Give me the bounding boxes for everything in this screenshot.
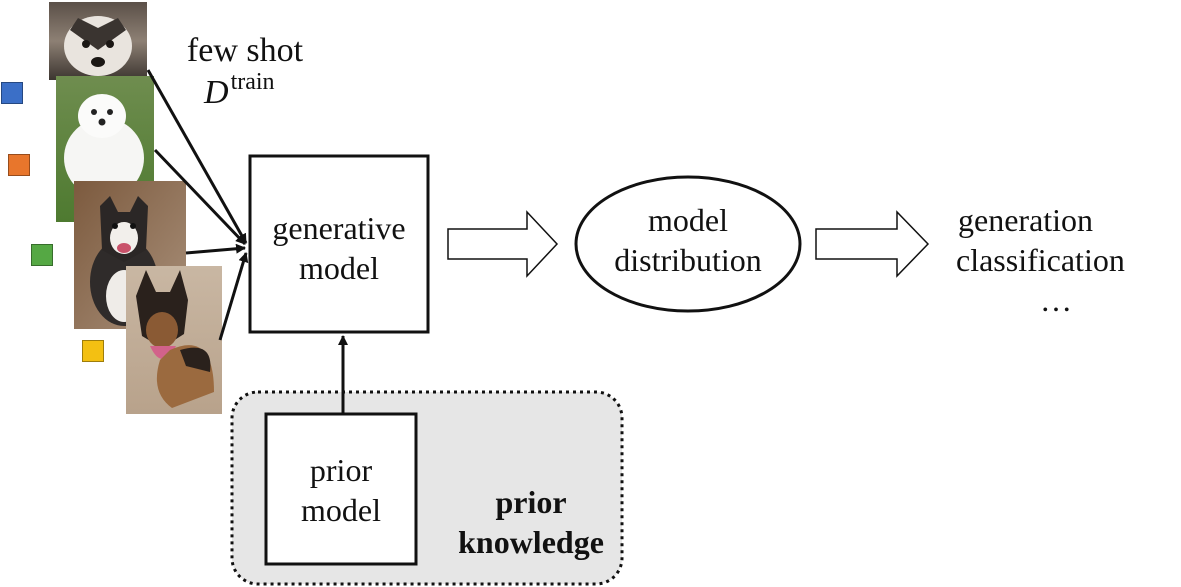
prior-knowledge-line1: prior	[495, 484, 567, 520]
class-square-orange	[8, 154, 30, 176]
generative-model-label: generative model	[250, 208, 428, 288]
generative-model-line2: model	[299, 250, 379, 286]
prior-knowledge-label: prior knowledge	[430, 482, 620, 562]
generative-model-line1: generative	[272, 210, 406, 246]
husky-puppy-photo	[49, 2, 147, 80]
input-arrow-3	[185, 243, 246, 255]
output-classification: classification	[956, 242, 1125, 278]
input-arrow-1	[146, 69, 248, 244]
hollow-arrow-2	[815, 210, 930, 278]
d-train-label: Dtrain	[204, 69, 314, 115]
class-square-blue	[1, 82, 23, 104]
model-distribution-line2: distribution	[614, 242, 762, 278]
input-arrow-4	[218, 252, 249, 341]
model-distribution-ellipse	[574, 175, 802, 313]
class-square-yellow	[82, 340, 104, 362]
generative-model-box	[248, 154, 430, 334]
output-generation: generation	[958, 202, 1094, 238]
class-square-green	[31, 244, 53, 266]
train-superscript: train	[230, 69, 275, 95]
model-distribution-line1: model	[648, 202, 728, 238]
d-symbol: D	[204, 74, 229, 111]
outputs-label: generation classification …	[946, 200, 1172, 320]
few-shot-text: few shot	[186, 32, 304, 69]
model-distribution-label: model distribution	[586, 200, 790, 280]
output-ellipsis: …	[1040, 282, 1072, 318]
prior-model-line2: model	[301, 492, 381, 528]
german-shepherd-photo	[126, 266, 222, 414]
input-arrow-2	[153, 148, 247, 246]
few-shot-label: few shot	[170, 30, 320, 73]
hollow-arrow-1	[447, 210, 559, 278]
prior-knowledge-line2: knowledge	[458, 524, 604, 560]
prior-model-box	[264, 412, 418, 566]
prior-model-label: prior model	[266, 450, 416, 530]
prior-model-line1: prior	[309, 452, 373, 488]
